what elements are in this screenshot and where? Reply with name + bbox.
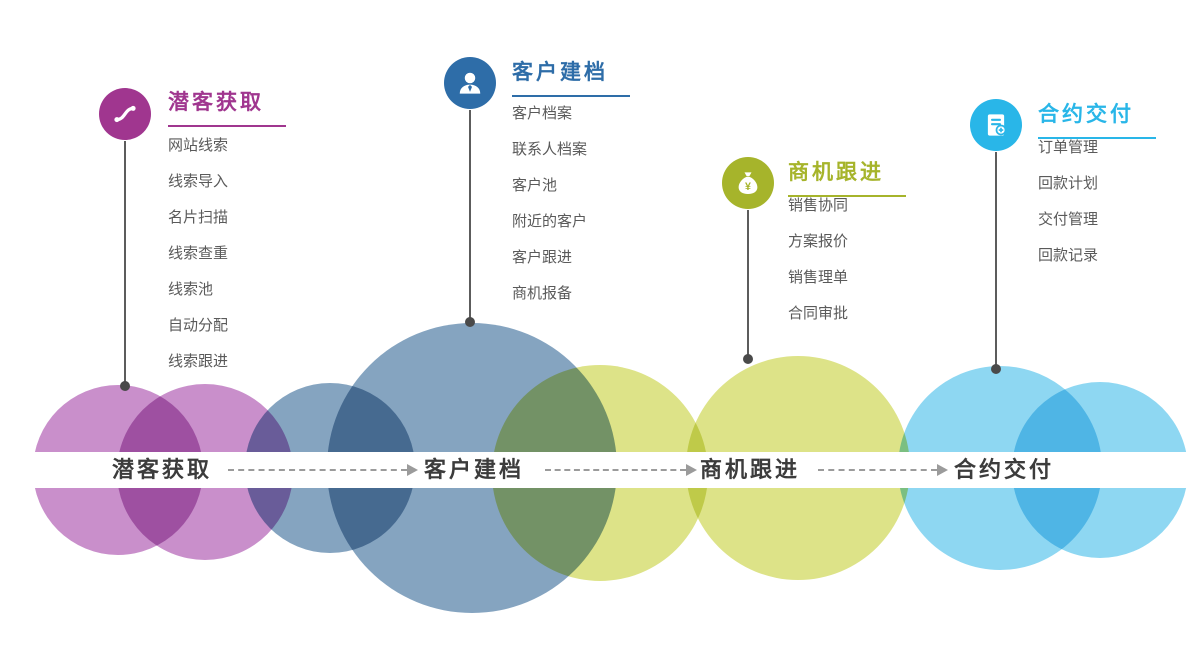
opportunity-stage-header: 商机跟进 [788,156,906,197]
contract-stage-header: 合约交付 [1038,98,1156,139]
connector-line-customer [469,110,471,318]
connector-line-opportunity [747,210,749,356]
customer-stage-badge [444,57,496,109]
flow-step-label-opportunity: 商机跟进 [700,457,801,482]
flow-arrow-2 [545,464,697,476]
contract-stage-items: 订单管理 回款计划 交付管理 回款记录 [1038,130,1098,274]
flow-step-label-customer: 客户建档 [424,457,525,482]
dashed-line [818,469,937,471]
arrow-head-icon [937,464,948,476]
stage-item: 回款计划 [1038,175,1099,192]
connector-dot-lead [120,381,130,391]
customer-stage-header: 客户建档 [512,56,630,97]
dashed-line [545,469,686,471]
lead-stage-items: 网站线索 线索导入 名片扫描 线索查重 线索池 自动分配 线索跟进 [168,128,228,380]
stage-item: 自动分配 [168,317,229,334]
stage-item: 客户池 [512,177,558,194]
stage-item: 附近的客户 [512,213,588,230]
flow-step-label-contract: 合约交付 [954,457,1055,482]
connector-line-lead [124,141,126,383]
stage-item: 回款记录 [1038,247,1099,264]
stage-title: 客户建档 [512,56,630,97]
stage-item: 线索导入 [168,173,229,190]
stage-item: 客户档案 [512,105,573,122]
route-icon [114,105,136,123]
lead-stage-header: 潜客获取 [168,86,286,127]
connector-dot-opportunity [743,354,753,364]
stage-item: 合同审批 [788,305,849,322]
stage-item: 商机报备 [512,285,573,302]
stage-item: 销售协同 [788,197,849,214]
money-bag-icon: ¥ [738,172,758,194]
lead-stage-badge [99,88,151,140]
opportunity-stage-items: 销售协同 方案报价 销售理单 合同审批 [788,188,848,332]
yen-symbol: ¥ [745,181,751,193]
stage-item: 订单管理 [1038,139,1099,156]
flow-band: 潜客获取 客户建档 商机跟进 合约交付 [0,452,1200,488]
invoice-icon [987,114,1007,136]
connector-dot-contract [991,364,1001,374]
stage-title: 潜客获取 [168,86,286,127]
stage-item: 方案报价 [788,233,849,250]
stage-item: 线索查重 [168,245,229,262]
flow-step-label-lead: 潜客获取 [112,457,213,482]
customer-stage-items: 客户档案 联系人档案 客户池 附近的客户 客户跟进 商机报备 [512,96,587,312]
stage-item: 网站线索 [168,137,229,154]
flow-arrow-3 [818,464,948,476]
connector-dot-customer [465,317,475,327]
stage-item: 销售理单 [788,269,849,286]
stage-item: 联系人档案 [512,141,588,158]
stage-item: 名片扫描 [168,209,229,226]
dashed-line [228,469,407,471]
arrow-head-icon [407,464,418,476]
stage-item: 线索跟进 [168,353,229,370]
arrow-head-icon [686,464,697,476]
connector-line-contract [995,152,997,366]
stage-item: 交付管理 [1038,211,1099,228]
contract-stage-badge [970,99,1022,151]
stage-title: 商机跟进 [788,156,906,197]
stage-item: 客户跟进 [512,249,573,266]
opportunity-stage-badge: ¥ [722,157,774,209]
stage-title: 合约交付 [1038,98,1156,139]
flow-arrow-1 [228,464,418,476]
user-icon [459,72,481,94]
stage-item: 线索池 [168,281,214,298]
